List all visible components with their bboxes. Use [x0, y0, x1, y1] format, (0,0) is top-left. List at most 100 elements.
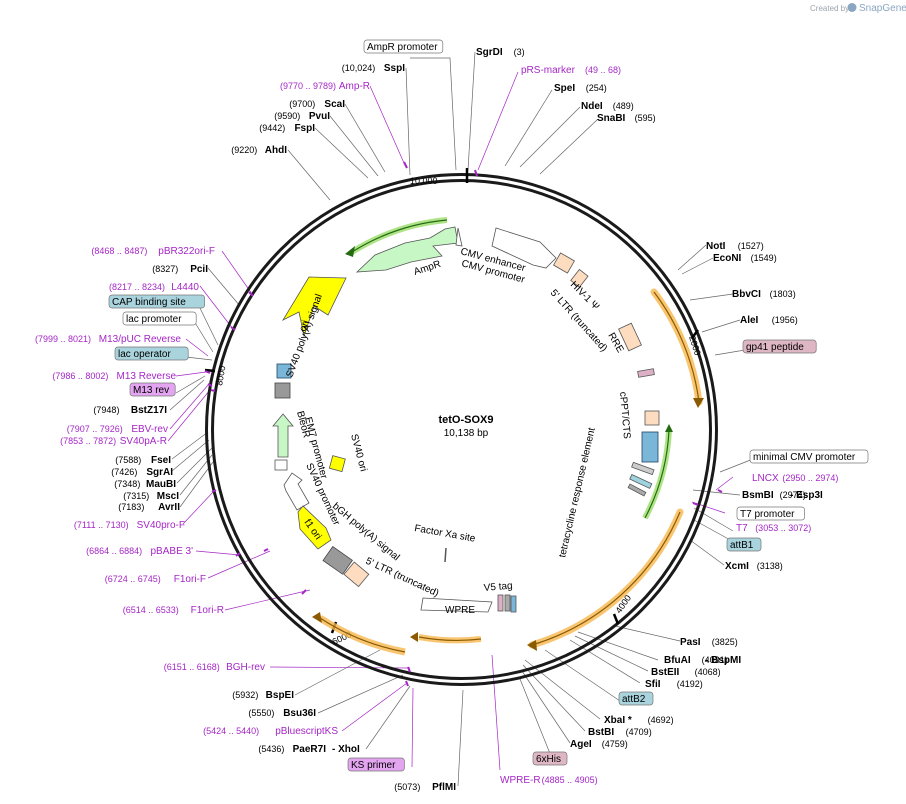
ampr-arrow — [355, 226, 459, 273]
attb1-box — [629, 474, 653, 489]
label-ampr: AmpR — [413, 259, 443, 278]
sv40-ori-box — [328, 455, 346, 473]
t7-box — [627, 483, 647, 497]
site-52: XcmI (3138) — [725, 561, 783, 572]
site-name: XbaI * — [604, 715, 632, 726]
site-63: EcoNI(1549) — [713, 253, 777, 264]
ltr-box — [570, 268, 589, 288]
site-58: LNCX(2950 .. 2974) — [752, 473, 838, 484]
site-position: (6151 .. 6168) — [164, 662, 220, 672]
site-name: XcmI — [725, 561, 749, 572]
ltr2-box — [343, 561, 370, 588]
site-49: BfuAI(4031) — [664, 655, 728, 666]
site-name: F1ori-R — [191, 605, 224, 616]
site-name: BsmBI — [742, 490, 774, 501]
wpre-arrow — [420, 597, 493, 613]
site-position: (7948) — [93, 405, 119, 415]
site-position: (5550) — [248, 708, 274, 718]
site-position: (9220) — [231, 145, 257, 155]
site-27: MscI(7315) — [123, 491, 179, 502]
ori-arrow — [281, 276, 347, 338]
label-cppt: cPPT/CTS — [617, 391, 632, 439]
site-name: pBR322ori-F — [158, 246, 215, 257]
site-position: (9770 .. 9789) — [280, 81, 336, 91]
site-41: WPRE-R(4885 .. 4905) — [500, 775, 598, 786]
site-name: Amp-R — [339, 81, 370, 92]
site-22: EBV-rev(7907 .. 7926) — [67, 424, 168, 435]
site-position: (1803) — [770, 289, 796, 299]
site-box — [749, 449, 869, 464]
site-name: BstEII — [651, 667, 680, 678]
site-61: AleI (1956) — [740, 315, 798, 326]
site-position: (1956) — [772, 315, 798, 325]
site-box — [108, 294, 205, 309]
tick-label-8000: 8000 — [214, 365, 227, 386]
site-name: SnaBI — [597, 113, 626, 124]
site-8: ScaI(9700) — [289, 99, 345, 110]
site-name: PvuI — [309, 111, 330, 122]
site-4: NdeI(489) — [581, 101, 634, 112]
site-position: (5436) — [258, 744, 284, 754]
site-position: (9700) — [289, 99, 315, 109]
site-29: SV40pro-F (7111 .. 7130) — [74, 520, 185, 531]
site-name: AhdI — [265, 145, 287, 156]
site-name: NotI — [706, 241, 726, 252]
brand-prefix: Created by — [810, 4, 849, 13]
label-sv40-ori: SV40 ori — [348, 433, 369, 473]
site-60: gp41 peptide — [742, 339, 817, 354]
site-17: M13/pUC Reverse (7999 .. 8021) — [35, 334, 181, 345]
site-name: BstZ17I — [131, 405, 167, 416]
site-position: (3138) — [757, 561, 783, 571]
v5-box — [504, 594, 511, 612]
site-position: (5073) — [394, 782, 420, 792]
site-34: BspEI(5932) — [232, 690, 294, 701]
site-2: pRS-marker (49 .. 68) — [521, 65, 621, 76]
site-position: (2950 .. 2974) — [782, 473, 838, 483]
site-position: (7183) — [118, 502, 144, 512]
site-position: (10,024) — [342, 63, 376, 73]
site-37: PaeR7I (5436) — [258, 744, 326, 755]
site-name: LNCX — [752, 473, 779, 484]
site-47: SfiI(4192) — [645, 679, 703, 690]
site-name: AleI — [740, 315, 759, 326]
site-position: (3825) — [712, 637, 738, 647]
site-12: pBR322ori-F(8468 .. 8487) — [91, 246, 215, 257]
site-name: SgrAI — [146, 467, 173, 478]
ampr-promoter-arrow — [455, 227, 463, 247]
label-wpre: WPRE — [445, 605, 475, 616]
site-name: EcoNI — [713, 253, 742, 264]
site-59: minimal CMV promoter — [749, 449, 869, 464]
6xhis-box — [497, 594, 504, 612]
site-box — [736, 506, 805, 521]
sv40-polya-box — [276, 363, 292, 379]
site-name: PciI — [190, 264, 208, 275]
site-name: SV40pro-F — [137, 520, 185, 531]
site-name: pRS-marker — [521, 65, 576, 76]
site-64: NotI(1527) — [706, 241, 764, 252]
site-position: (7111 .. 7130) — [74, 520, 129, 530]
site-name: SgrDI — [476, 47, 503, 58]
site-name: M13 Reverse — [117, 371, 177, 382]
site-name: M13/pUC Reverse — [99, 334, 182, 345]
site-position: (49 .. 68) — [585, 65, 621, 75]
site-box — [742, 339, 817, 354]
site-46: attB2 — [618, 691, 654, 706]
site-name: attB2 — [622, 694, 646, 705]
site-53: attB1 — [726, 537, 762, 552]
site-position: (7999 .. 8021) — [35, 334, 91, 344]
site-name: Bsu36I — [283, 708, 316, 719]
site-name: L4440 — [171, 282, 199, 293]
site-name: PaeR7I — [293, 744, 327, 755]
site-name: AgeI — [570, 739, 592, 750]
site-name: SspI — [384, 63, 405, 74]
site-name: BGH-rev — [226, 662, 265, 673]
site-position: (7315) — [123, 491, 149, 501]
cppt-box — [644, 410, 660, 426]
site-box — [726, 537, 762, 552]
site-name: M13 rev — [133, 385, 169, 396]
site-7: Amp-R(9770 .. 9789) — [280, 81, 370, 92]
plasmid-length: 10,138 bp — [444, 428, 489, 439]
tre-box — [641, 431, 659, 463]
f1-ori-arrow — [297, 505, 332, 550]
site-13: PciI(8327) — [152, 264, 208, 275]
